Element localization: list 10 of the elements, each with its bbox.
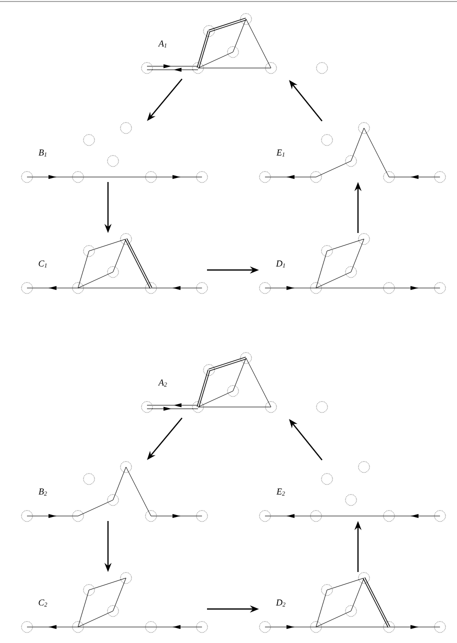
panel-label: E$_{1}$ bbox=[276, 150, 284, 156]
panel-label: B$_{2}$ bbox=[38, 488, 47, 496]
panel-label: E$_{2}$ bbox=[276, 488, 285, 496]
panel-label: B$_{1}$ bbox=[38, 150, 46, 156]
panel-label: A$_{2}$ bbox=[158, 380, 167, 386]
panel-label: A$_{1}$ bbox=[158, 40, 166, 48]
panel-label: C$_{1}$ bbox=[38, 260, 47, 268]
panel-label: C$_{2}$ bbox=[38, 600, 48, 606]
panel-label: D$_{1}$ bbox=[276, 260, 285, 268]
panel-label: D$_{2}$ bbox=[276, 600, 286, 606]
